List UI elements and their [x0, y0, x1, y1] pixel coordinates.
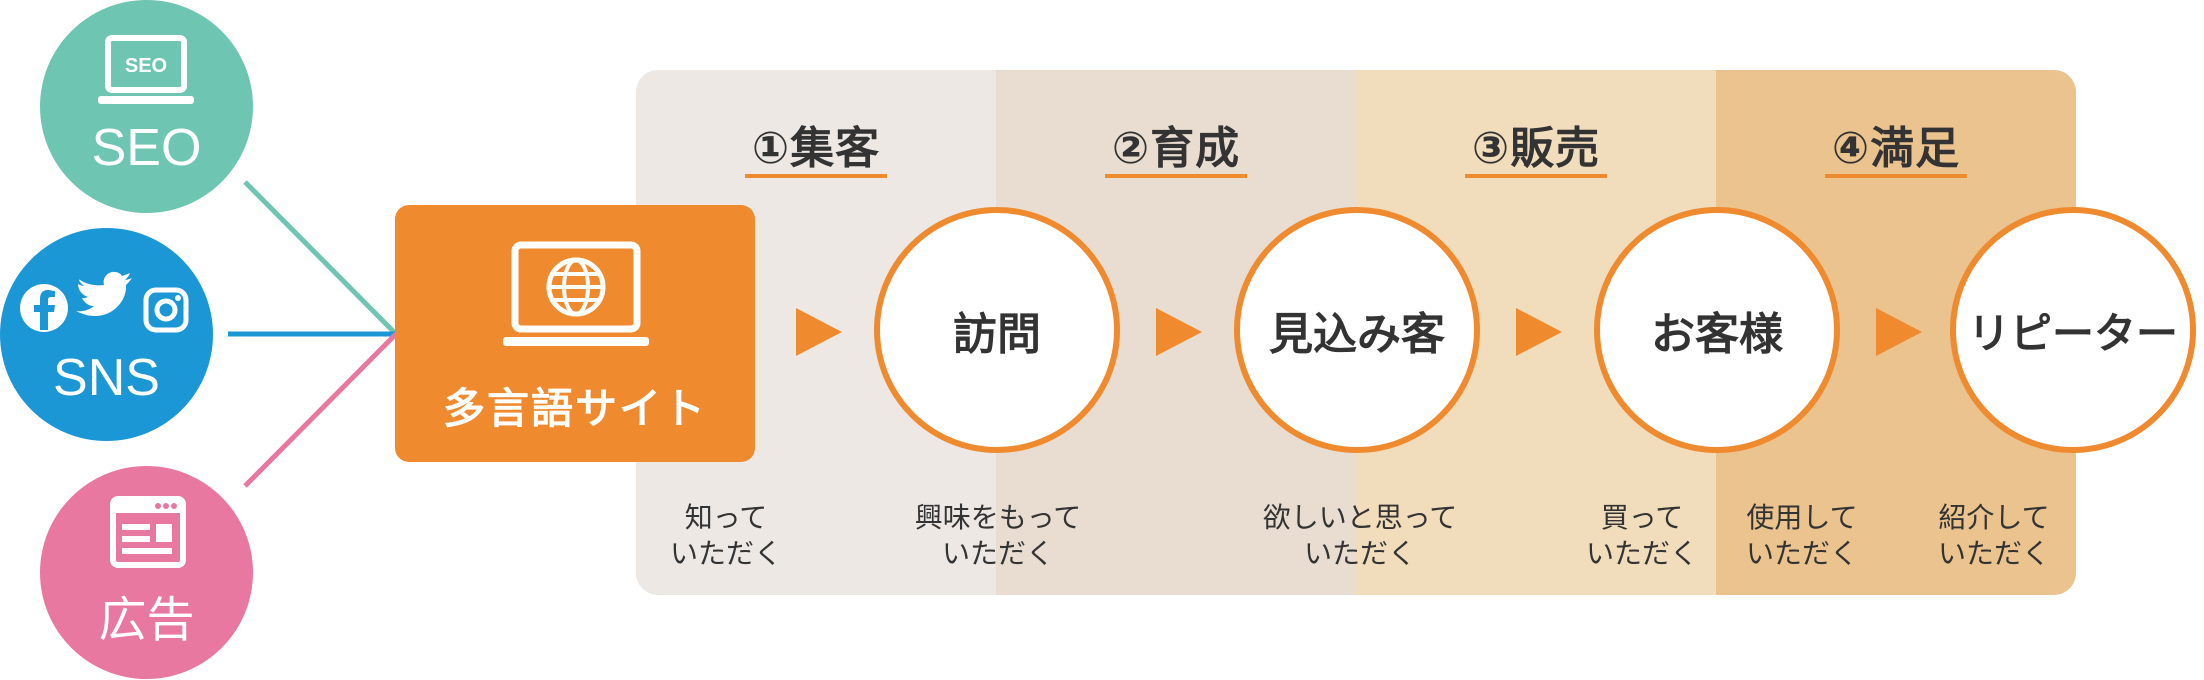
- desc-want-line1: 欲しいと思って: [1262, 501, 1458, 534]
- arrow-2: [1156, 308, 1202, 356]
- stage-underline-2: [1105, 174, 1247, 178]
- desc-refer-line2: いただく: [1937, 537, 2050, 570]
- instagram-icon: [143, 287, 189, 333]
- ad-connector: [243, 332, 398, 488]
- desc-refer: 紹介して いただく: [1924, 500, 2064, 572]
- desc-buy-line2: いただく: [1585, 537, 1698, 570]
- twitter-icon: [76, 271, 132, 316]
- browser-ad-icon: [110, 496, 186, 568]
- desc-know-line2: いただく: [669, 537, 782, 570]
- node-customer: お客様: [1594, 207, 1840, 453]
- desc-buy: 買って いただく: [1572, 500, 1712, 572]
- stage-title-1: ①集客: [751, 123, 881, 174]
- stage-underline-1: [745, 174, 887, 178]
- source-sns: SNS: [0, 228, 213, 441]
- desc-interest-line1: 興味をもって: [914, 501, 1082, 534]
- source-ad: 広告: [40, 466, 253, 679]
- seo-connector: [243, 180, 398, 336]
- node-visit: 訪問: [874, 207, 1120, 453]
- desc-buy-line1: 買って: [1600, 501, 1684, 534]
- desc-know: 知って いただく: [656, 500, 796, 572]
- desc-want: 欲しいと思って いただく: [1250, 500, 1470, 572]
- stage-underline-4: [1825, 174, 1967, 178]
- desc-refer-line1: 紹介して: [1938, 501, 2050, 534]
- desc-use-line1: 使用して: [1746, 501, 1858, 534]
- stage-underline-3: [1465, 174, 1607, 178]
- source-seo: SEO SEO: [40, 0, 253, 213]
- multilingual-site-box: 多言語サイト: [395, 205, 755, 462]
- social-media-icons: [20, 271, 189, 333]
- desc-know-line1: 知って: [684, 501, 768, 534]
- facebook-icon: [20, 284, 68, 332]
- source-label-sns: SNS: [53, 349, 160, 407]
- laptop-globe-icon: [503, 241, 649, 346]
- arrow-1: [796, 308, 842, 356]
- source-label-ad: 広告: [98, 592, 195, 648]
- arrow-3: [1516, 308, 1562, 356]
- laptop-seo-icon: SEO: [98, 35, 194, 104]
- node-prospect: 見込み客: [1234, 207, 1480, 453]
- desc-interest: 興味をもって いただく: [898, 500, 1098, 572]
- seo-icon-text: SEO: [125, 55, 167, 77]
- stage-title-4: ④満足: [1831, 123, 1961, 174]
- desc-interest-line2: いただく: [941, 537, 1054, 570]
- stage-title-2: ②育成: [1111, 123, 1241, 174]
- stage-title-3: ③販売: [1471, 123, 1601, 174]
- site-label: 多言語サイト: [442, 384, 707, 433]
- node-repeater: リピーター: [1950, 207, 2196, 453]
- arrow-4: [1876, 308, 1922, 356]
- source-label-seo: SEO: [91, 119, 202, 177]
- desc-want-line2: いただく: [1303, 537, 1416, 570]
- desc-use: 使用して いただく: [1732, 500, 1872, 572]
- desc-use-line2: いただく: [1745, 537, 1858, 570]
